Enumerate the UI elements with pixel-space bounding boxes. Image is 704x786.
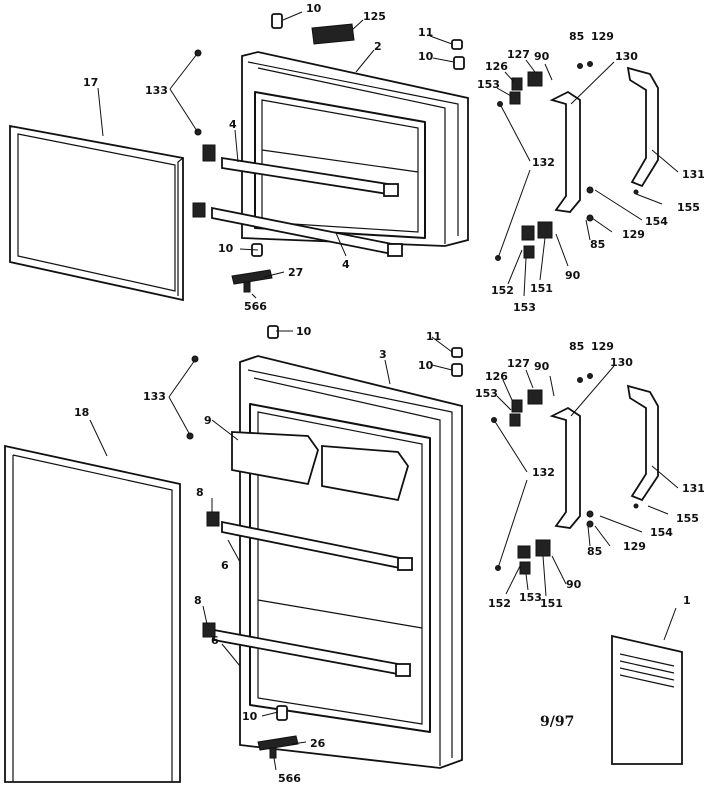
callout-153: 153 — [513, 301, 536, 314]
callout-152: 152 — [488, 597, 511, 610]
callout-132: 132 — [532, 466, 555, 479]
callout-153: 153 — [519, 591, 542, 604]
callout-1: 1 — [683, 594, 691, 607]
caps-11-10 — [451, 39, 465, 70]
door-shelf-4a — [221, 156, 399, 197]
callout-129: 129 — [591, 30, 614, 43]
callout-10: 10 — [306, 2, 322, 15]
callout-85: 85 — [590, 238, 605, 251]
callout-126: 126 — [485, 370, 508, 383]
callout-18: 18 — [74, 406, 89, 419]
callout-566: 566 — [278, 772, 301, 785]
callout-85: 85 — [569, 30, 584, 43]
freezer-door-assembly — [9, 13, 659, 302]
callout-129: 129 — [623, 540, 646, 553]
hinge-27 — [231, 269, 273, 293]
callout-85: 85 — [569, 340, 584, 353]
leader-lines — [89, 11, 679, 771]
callout-151: 151 — [530, 282, 553, 295]
callout-90: 90 — [566, 578, 582, 591]
callout-129: 129 — [622, 228, 645, 241]
callout-4: 4 — [342, 258, 350, 271]
callout-2: 2 — [374, 40, 382, 53]
callout-127: 127 — [507, 48, 530, 61]
callout-131: 131 — [682, 482, 704, 495]
hinge-26 — [257, 735, 299, 759]
callout-6: 6 — [221, 559, 229, 572]
callout-153: 153 — [477, 78, 500, 91]
freezer-door-2 — [241, 51, 469, 247]
callout-90: 90 — [534, 360, 550, 373]
callout-90: 90 — [565, 269, 581, 282]
callout-153: 153 — [475, 387, 498, 400]
callout-126: 126 — [485, 60, 508, 73]
callout-4: 4 — [229, 118, 237, 131]
callout-129: 129 — [591, 340, 614, 353]
callout-11: 11 — [418, 26, 433, 39]
callout-26: 26 — [310, 737, 326, 750]
callout-11: 11 — [426, 330, 441, 343]
callout-125: 125 — [363, 10, 386, 23]
callout-17: 17 — [83, 76, 98, 89]
callout-566: 566 — [244, 300, 267, 313]
cap-10-top — [271, 13, 283, 29]
callout-151: 151 — [540, 597, 563, 610]
callout-8: 8 — [194, 594, 202, 607]
callout-132: 132 — [532, 156, 555, 169]
callout-130: 130 — [610, 356, 633, 369]
callout-90: 90 — [534, 50, 550, 63]
callout-127: 127 — [507, 357, 530, 370]
callout-8: 8 — [196, 486, 204, 499]
callout-152: 152 — [491, 284, 514, 297]
callout-3: 3 — [379, 348, 387, 361]
dairy-bin-9 — [231, 431, 409, 502]
callout-10: 10 — [242, 710, 258, 723]
door-gasket-17 — [9, 124, 184, 302]
door-shelf-6a — [221, 520, 413, 571]
callout-130: 130 — [615, 50, 638, 63]
callout-10: 10 — [418, 50, 434, 63]
date-stamp: 9/97 — [540, 714, 574, 730]
callout-85: 85 — [587, 545, 602, 558]
callout-6: 6 — [211, 634, 219, 647]
callout-155: 155 — [676, 512, 699, 525]
callout-10: 10 — [418, 359, 434, 372]
nameplate-125 — [311, 23, 355, 45]
fresh-food-door-assembly — [4, 325, 683, 783]
handle-hardware-top — [495, 61, 659, 261]
callout-155: 155 — [677, 201, 700, 214]
callout-131: 131 — [682, 168, 704, 181]
callout-133: 133 — [145, 84, 168, 97]
callout-10: 10 — [296, 325, 312, 338]
callout-9: 9 — [204, 414, 212, 427]
callout-labels: 10 125 11 10 2 85 129 127 90 126 130 153… — [74, 2, 704, 785]
fresh-food-door-3 — [239, 355, 463, 769]
door-shelf-4b — [211, 206, 403, 257]
callout-10: 10 — [218, 242, 234, 255]
callout-133: 133 — [143, 390, 166, 403]
callout-27: 27 — [288, 266, 303, 279]
cover-panel-1 — [611, 634, 683, 765]
door-gasket-18 — [4, 444, 181, 783]
callout-154: 154 — [645, 215, 668, 228]
callout-154: 154 — [650, 526, 673, 539]
shelf-bracket-top — [192, 144, 216, 218]
handle-hardware-bottom — [491, 373, 659, 575]
